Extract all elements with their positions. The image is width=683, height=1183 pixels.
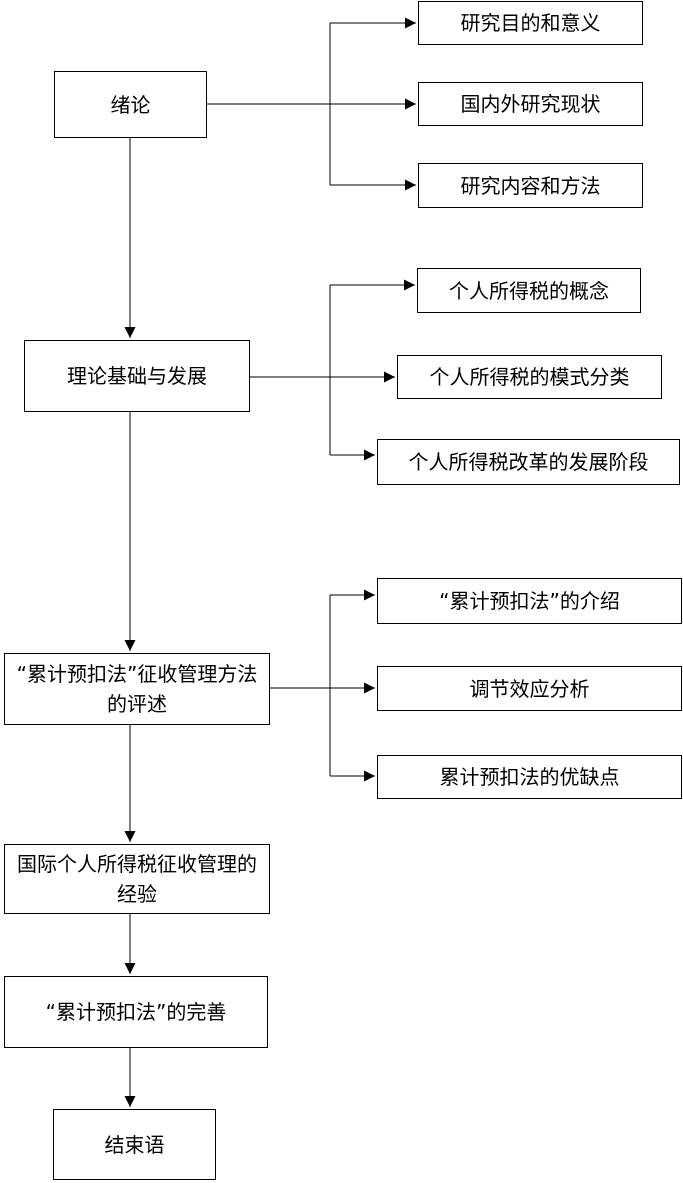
intro-branch-label: 国内外研究现状 — [460, 92, 601, 116]
theory-label: 理论基础与发展 — [67, 364, 207, 388]
intro-branch-item: 国内外研究现状 — [418, 82, 643, 126]
theory-branch-label: 个人所得税的概念 — [449, 278, 609, 303]
review-branch-item: 调节效应分析 — [377, 666, 682, 711]
intro-branch-label: 研究内容和方法 — [460, 173, 601, 198]
review-label: “累计预扣法”征收管理方法的评述 — [16, 662, 258, 716]
theory-branch-item: 个人所得税的模式分类 — [397, 355, 662, 399]
improvement-box: “累计预扣法”的完善 — [4, 976, 268, 1048]
intro-branch-item: 研究目的和意义 — [418, 1, 643, 45]
intro-branch-item: 研究内容和方法 — [418, 163, 643, 208]
review-box: “累计预扣法”征收管理方法的评述 — [4, 653, 270, 725]
conclusion-label: 结束语 — [104, 1132, 165, 1157]
intro-branch-label: 研究目的和意义 — [460, 11, 601, 35]
theory-branch-item: 个人所得税的概念 — [417, 268, 641, 313]
review-branch-item: 累计预扣法的优缺点 — [377, 755, 682, 799]
intro-label: 绪论 — [110, 92, 151, 117]
review-branch-label: “累计预扣法”的介绍 — [439, 589, 620, 613]
theory-box: 理论基础与发展 — [24, 340, 250, 412]
review-branch-label: 累计预扣法的优缺点 — [439, 765, 620, 789]
conclusion-box: 结束语 — [53, 1109, 216, 1180]
intl-experience-box: 国际个人所得税征收管理的经验 — [4, 844, 270, 914]
intl-experience-label: 国际个人所得税征收管理的经验 — [17, 852, 257, 906]
review-branch-item: “累计预扣法”的介绍 — [377, 578, 682, 624]
theory-branch-item: 个人所得税改革的发展阶段 — [377, 439, 680, 485]
improvement-label: “累计预扣法”的完善 — [45, 1000, 227, 1024]
theory-branch-label: 个人所得税的模式分类 — [429, 365, 630, 389]
theory-branch-label: 个人所得税改革的发展阶段 — [408, 450, 649, 474]
intro-box: 绪论 — [54, 71, 207, 138]
review-branch-label: 调节效应分析 — [469, 676, 590, 701]
